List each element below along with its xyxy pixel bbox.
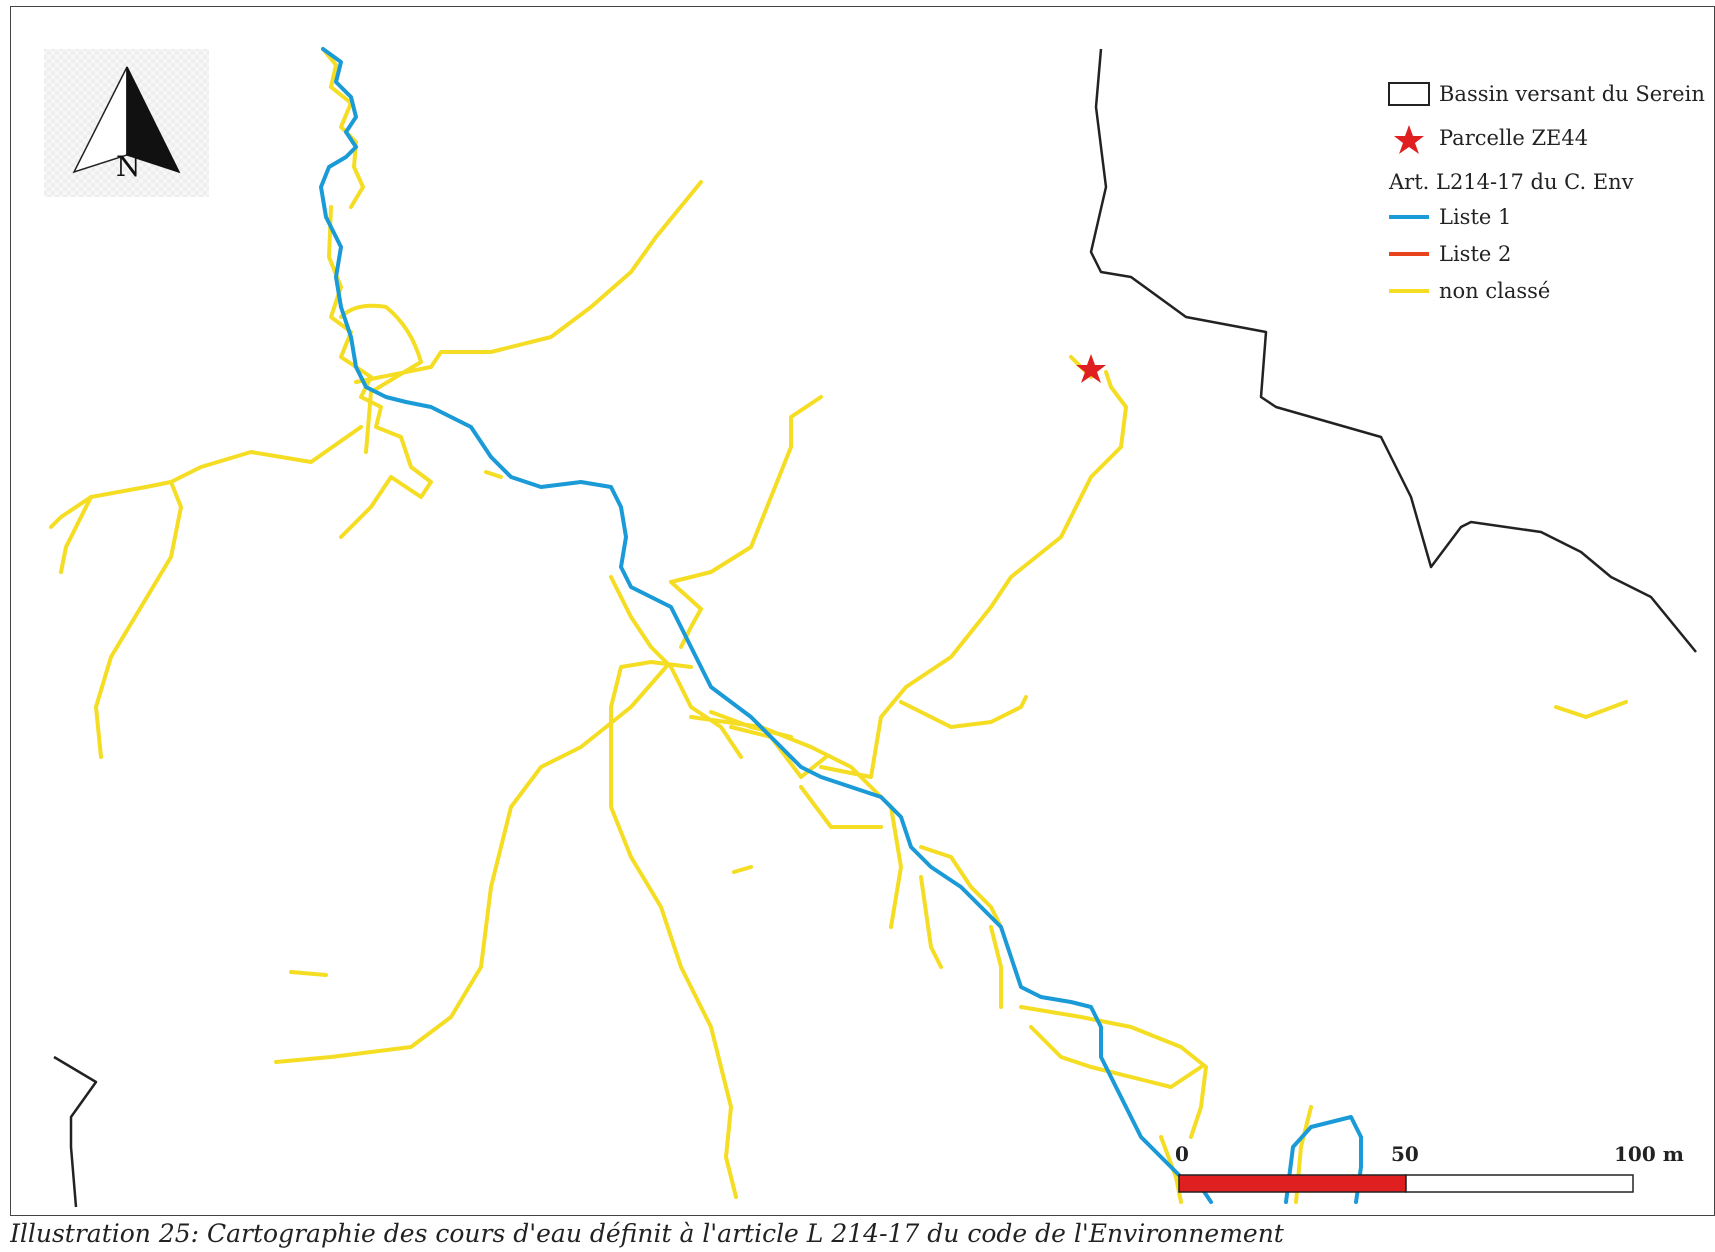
legend-liste2-label: Liste 2 xyxy=(1439,242,1511,266)
basin-boundary xyxy=(53,48,1697,1208)
stream-path xyxy=(899,695,1028,729)
stream-path xyxy=(709,710,793,739)
basin-boundary-line xyxy=(1089,48,1697,653)
stream-path xyxy=(321,47,365,209)
stream-path xyxy=(609,575,743,759)
stream-path xyxy=(609,660,738,1199)
stream-path xyxy=(729,725,828,779)
basin-boundary-line xyxy=(53,1055,98,1208)
stream-path xyxy=(1019,1005,1208,1139)
stream-path xyxy=(1159,1135,1183,1204)
parcel-star[interactable] xyxy=(1076,354,1106,383)
stream-path xyxy=(679,607,703,649)
legend: Bassin versant du Serein Parcelle ZE44 A… xyxy=(1388,82,1705,303)
stream-path xyxy=(819,370,1128,779)
stream-path xyxy=(1029,1025,1093,1069)
legend-basin-label: Bassin versant du Serein xyxy=(1439,82,1705,106)
non-classe-streams xyxy=(49,47,1628,1204)
north-arrow-letter: N xyxy=(116,150,141,183)
legend-liste1-label: Liste 1 xyxy=(1439,205,1511,229)
stream-path xyxy=(339,303,423,394)
map-frame: N Bassin versant du Serein Parcelle ZE44… xyxy=(10,6,1715,1216)
stream-path xyxy=(799,785,883,829)
scale-label-50: 50 xyxy=(1391,1142,1419,1166)
stream-path xyxy=(364,390,373,454)
scale-segment-empty xyxy=(1405,1174,1634,1193)
stream-path xyxy=(732,865,753,874)
stream-path xyxy=(59,495,93,574)
legend-parcel-symbol xyxy=(1394,125,1424,154)
map-canvas[interactable]: N Bassin versant du Serein Parcelle ZE44… xyxy=(11,7,1715,1216)
stream-path xyxy=(327,205,433,539)
legend-parcel-label: Parcelle ZE44 xyxy=(1439,126,1588,150)
stream-path xyxy=(919,875,943,969)
stream-path xyxy=(169,425,363,484)
scale-bar: 0 50 100 m xyxy=(1175,1142,1684,1193)
legend-section-title: Art. L214-17 du C. Env xyxy=(1388,170,1634,194)
north-arrow-right-half xyxy=(126,66,181,174)
stream-path xyxy=(274,665,668,1064)
legend-non-classe-label: non classé xyxy=(1439,279,1550,303)
scale-label-0: 0 xyxy=(1175,1142,1189,1166)
figure-caption: Illustration 25: Cartographie des cours … xyxy=(10,1219,1284,1248)
stream-path xyxy=(1554,700,1628,719)
river-path xyxy=(1284,1115,1363,1204)
scale-segment-filled xyxy=(1178,1174,1407,1193)
stream-path xyxy=(1089,1065,1203,1089)
stream-path xyxy=(669,395,823,584)
liste1-river xyxy=(319,47,1363,1204)
legend-basin-symbol xyxy=(1388,82,1430,106)
scale-label-100: 100 m xyxy=(1614,1142,1684,1166)
north-arrow: N xyxy=(44,49,209,197)
stream-path xyxy=(429,180,703,369)
stream-path xyxy=(989,925,1003,1009)
stream-path xyxy=(94,480,183,759)
stream-path xyxy=(289,970,328,977)
stream-path xyxy=(689,715,903,929)
river-path xyxy=(319,47,1213,1204)
stream-path xyxy=(354,365,433,384)
stream-path xyxy=(49,480,173,529)
stream-path xyxy=(484,470,503,479)
stream-path xyxy=(919,845,1003,929)
stream-path xyxy=(669,580,703,611)
